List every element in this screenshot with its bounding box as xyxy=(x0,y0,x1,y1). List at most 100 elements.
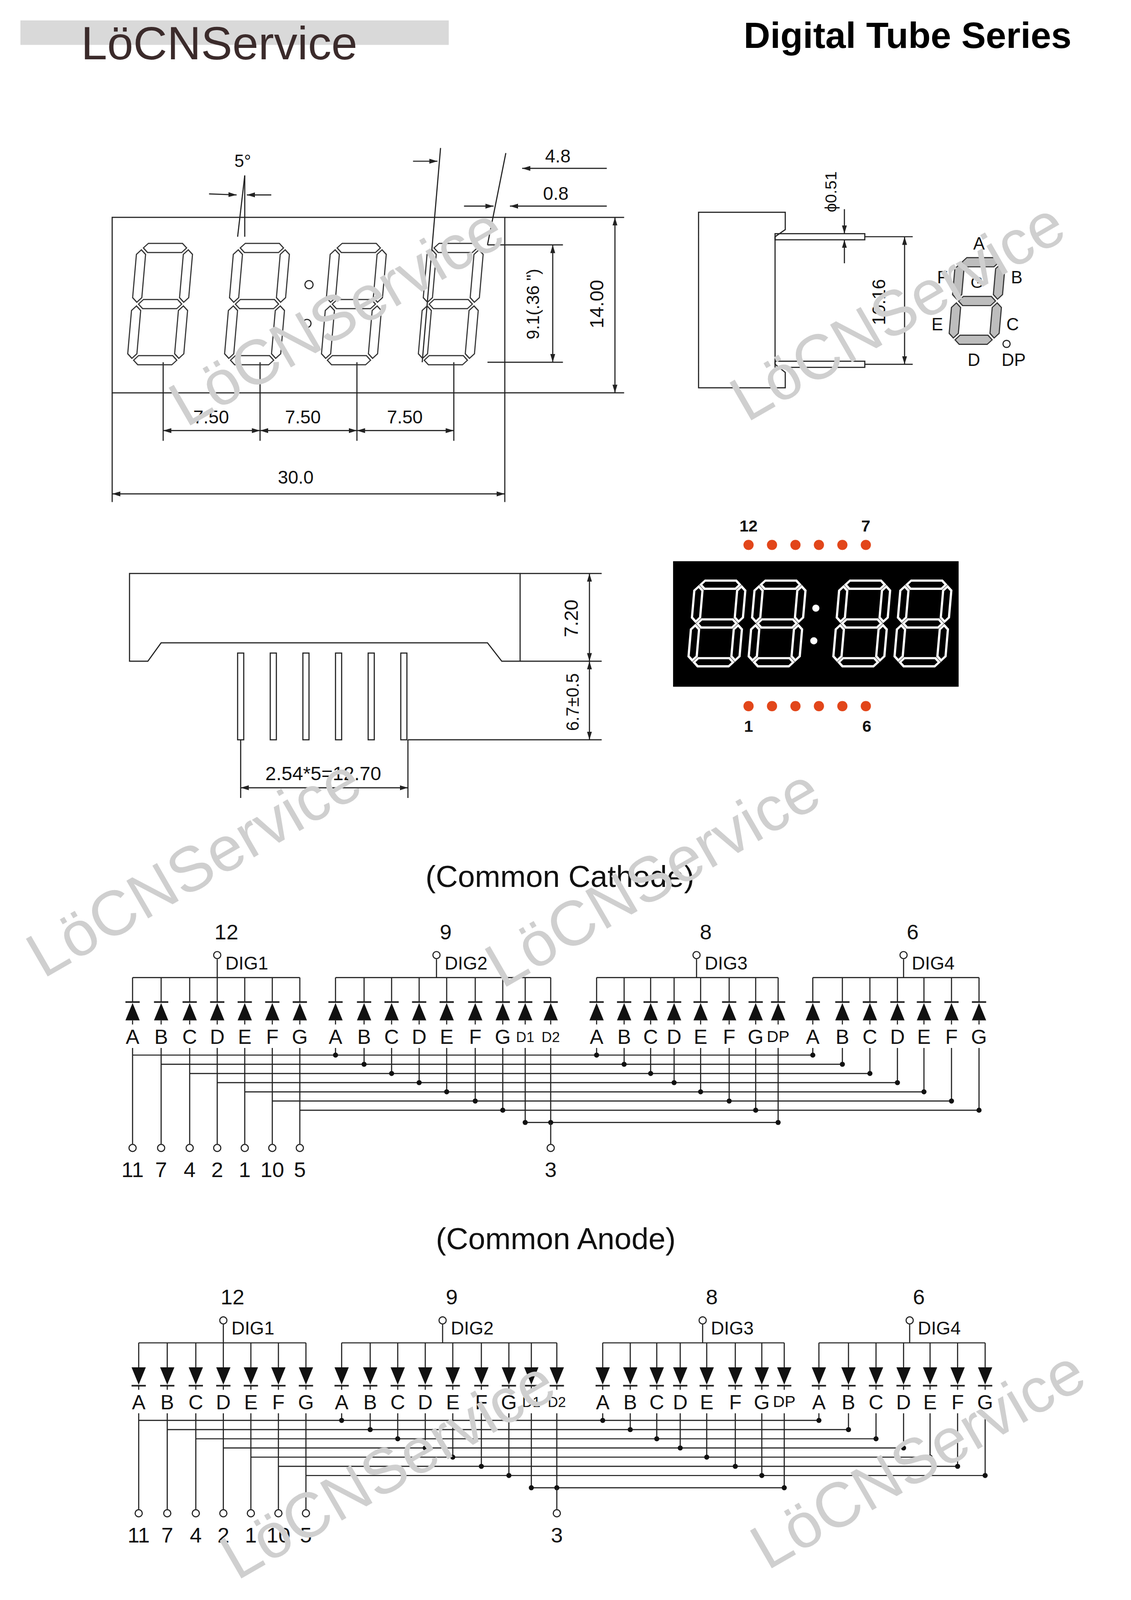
segment xyxy=(894,625,906,661)
pin-terminal xyxy=(219,1509,228,1517)
wire xyxy=(271,1047,273,1144)
wire xyxy=(755,1047,757,1110)
digit-name: DIG3 xyxy=(709,1318,755,1338)
wire xyxy=(847,1342,849,1367)
pin-terminal xyxy=(432,951,441,959)
junction-dot xyxy=(845,1426,851,1432)
segment xyxy=(897,586,909,622)
wire xyxy=(556,1412,558,1488)
wire xyxy=(250,1342,252,1367)
segment-name: D xyxy=(671,1391,689,1412)
wire xyxy=(446,1020,447,1025)
pin-terminal xyxy=(241,1143,249,1152)
led-diode xyxy=(418,1366,433,1385)
led-diode xyxy=(543,1002,558,1021)
segment xyxy=(757,619,797,628)
watermark: LöCNService xyxy=(720,190,1075,432)
junction-dot xyxy=(594,1052,600,1058)
segment-name: A xyxy=(130,1391,147,1412)
segment-name: G xyxy=(493,1026,512,1047)
segment xyxy=(841,619,882,628)
junction-dot xyxy=(361,1061,367,1067)
wire xyxy=(841,1020,843,1025)
digit-name: DIG3 xyxy=(703,953,749,972)
front-view xyxy=(112,147,625,502)
wire xyxy=(944,1001,959,1003)
led-diode xyxy=(439,1002,454,1021)
pin-terminal xyxy=(899,951,908,959)
pin-number: 3 xyxy=(549,1523,565,1545)
junction-dot xyxy=(506,1472,512,1478)
segment xyxy=(132,249,146,303)
segment xyxy=(688,625,700,661)
wire xyxy=(138,1385,140,1390)
segment-name: E xyxy=(243,1391,259,1412)
pin-number: 11 xyxy=(126,1523,151,1545)
wire xyxy=(243,1020,245,1025)
wire xyxy=(693,1001,708,1003)
segment-name: E xyxy=(438,1026,455,1047)
wire xyxy=(216,977,218,1002)
junction-dot xyxy=(726,1098,732,1104)
wire xyxy=(869,1020,871,1025)
wire xyxy=(929,1385,931,1390)
segment-name: G xyxy=(296,1391,315,1412)
pin-terminal xyxy=(129,1143,137,1152)
wire xyxy=(812,976,980,978)
wire xyxy=(418,1020,420,1025)
wire xyxy=(700,977,701,1002)
led-diode xyxy=(950,1366,965,1385)
dimension: 0.8 xyxy=(542,184,570,203)
wire xyxy=(902,958,904,977)
segment xyxy=(954,335,993,345)
junction-dot xyxy=(775,1119,781,1125)
led-diode xyxy=(131,1366,146,1385)
wire xyxy=(132,1053,814,1055)
wire xyxy=(679,1385,681,1390)
junction-dot xyxy=(867,1070,873,1076)
wire xyxy=(549,1047,551,1122)
pin-terminal xyxy=(547,1143,555,1152)
wire xyxy=(217,1081,898,1083)
wire xyxy=(531,1486,785,1488)
segment-name: A xyxy=(588,1026,605,1047)
wire xyxy=(923,1020,925,1025)
led-diode xyxy=(805,1002,820,1021)
wire xyxy=(138,1412,140,1509)
wire xyxy=(334,1020,336,1025)
led-diode xyxy=(160,1366,175,1385)
wire xyxy=(189,1072,871,1074)
led-diode xyxy=(363,1366,378,1385)
junction-dot xyxy=(367,1426,373,1432)
wire xyxy=(847,1385,849,1390)
led-diode xyxy=(445,1366,460,1385)
watermark: LöCNService xyxy=(740,1338,1095,1580)
segment-name: C xyxy=(861,1026,879,1047)
segment-name: B xyxy=(153,1026,169,1047)
segment-name: A xyxy=(804,1026,821,1047)
segment-name: F xyxy=(721,1026,737,1047)
wire xyxy=(629,1342,631,1367)
segment-name: C xyxy=(181,1026,199,1047)
wire xyxy=(131,1020,133,1025)
angle-dimension: 5° xyxy=(233,152,253,170)
led-diode xyxy=(188,1366,203,1385)
wire xyxy=(897,1020,898,1025)
segment xyxy=(760,580,801,589)
seven-segment-digit xyxy=(687,580,747,667)
segment xyxy=(127,306,141,359)
junction-dot xyxy=(472,1098,478,1104)
segment xyxy=(336,243,381,253)
wire xyxy=(525,1121,779,1123)
wire xyxy=(950,977,952,1002)
segment xyxy=(899,658,940,667)
wire xyxy=(216,1047,218,1144)
led-diode xyxy=(944,1002,959,1021)
wire xyxy=(474,1020,476,1025)
wire xyxy=(812,977,814,1002)
wire xyxy=(390,977,392,1002)
wire xyxy=(957,1342,959,1367)
junction-dot xyxy=(982,1472,988,1478)
wire xyxy=(783,1342,785,1367)
segment xyxy=(143,243,188,253)
